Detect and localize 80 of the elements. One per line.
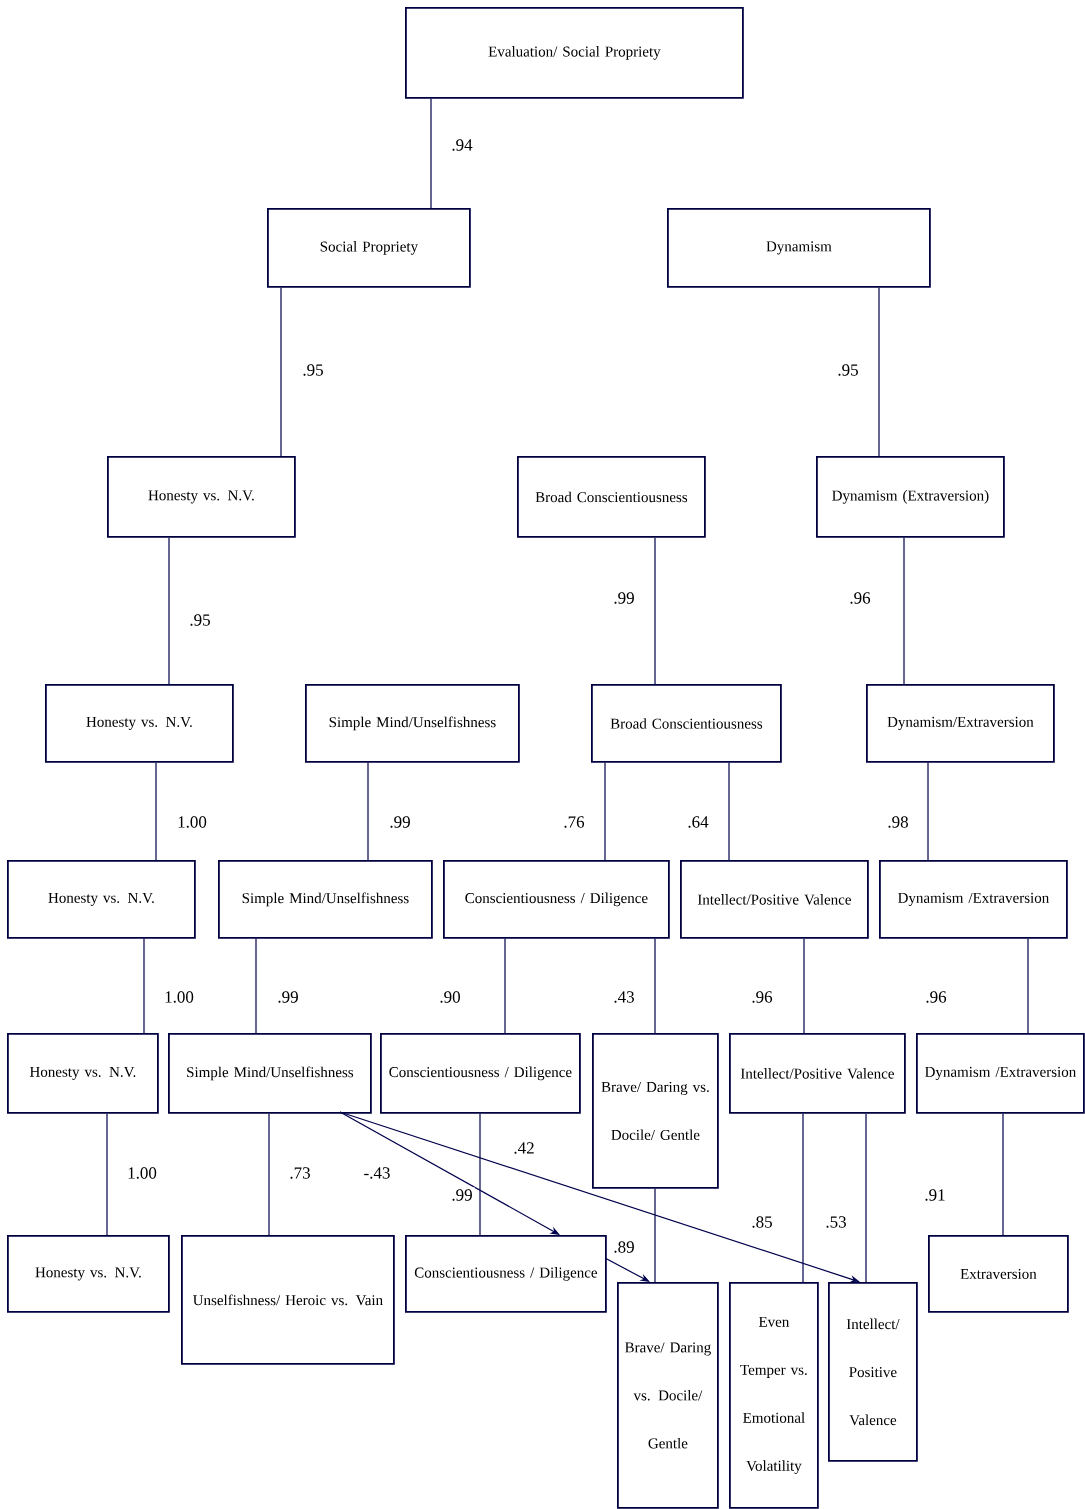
- edge-label: -.43: [361, 1165, 393, 1181]
- label-box: Conscientiousness / Diligence: [405, 1235, 607, 1313]
- edge-label: .95: [300, 362, 326, 378]
- label-box: Honesty vs. N.V.: [7, 1235, 170, 1313]
- edge-label: .99: [275, 989, 301, 1005]
- edge-label: .99: [387, 814, 413, 830]
- edge-label: .64: [685, 814, 711, 830]
- connector-line: [155, 762, 157, 861]
- edge-label: .99: [611, 590, 637, 606]
- connector-line: [865, 1113, 867, 1283]
- label-box: Simple Mind/Unselfishness: [168, 1033, 372, 1114]
- connector-line: [604, 1257, 650, 1282]
- label-box: Even Temper vs. Emotional Volatility: [729, 1282, 819, 1509]
- label-box: Broad Conscientiousness: [517, 456, 706, 538]
- connector-line: [106, 1113, 108, 1236]
- connector-line: [654, 537, 656, 685]
- connector-line: [728, 762, 730, 861]
- label-box: Honesty vs. N.V.: [7, 1033, 159, 1114]
- edge-label: .98: [885, 814, 911, 830]
- label-box: Conscientiousness / Diligence: [443, 860, 670, 939]
- label-box: Simple Mind/Unselfishness: [218, 860, 433, 939]
- edge-label: 1.00: [162, 989, 196, 1005]
- connector-line: [878, 287, 880, 457]
- label-box: Evaluation/ Social Propriety: [405, 7, 744, 99]
- edge-label: .99: [449, 1187, 475, 1203]
- label-box: Dynamism /Extraversion: [916, 1033, 1085, 1114]
- label-box: Conscientiousness / Diligence: [380, 1033, 581, 1114]
- connector-line: [430, 98, 432, 209]
- edge-label: 1.00: [125, 1165, 159, 1181]
- connector-line: [339, 1111, 560, 1235]
- edge-label: .95: [835, 362, 861, 378]
- label-box: Intellect/Positive Valence: [729, 1033, 906, 1114]
- connector-line: [802, 1113, 804, 1283]
- edge-label: .85: [749, 1214, 775, 1230]
- edge-label: 1.00: [175, 814, 209, 830]
- edge-label: .96: [923, 989, 949, 1005]
- connector-line: [1027, 938, 1029, 1034]
- connector-line: [654, 938, 656, 1034]
- connector-line: [255, 938, 257, 1034]
- connector-line: [168, 537, 170, 685]
- edge-label: .89: [611, 1239, 637, 1255]
- label-box: Extraversion: [928, 1235, 1069, 1313]
- connector-line: [604, 762, 606, 861]
- connector-line: [479, 1113, 481, 1236]
- label-box: Dynamism /Extraversion: [879, 860, 1068, 939]
- edge-label: .42: [511, 1140, 537, 1156]
- edge-label: .53: [823, 1214, 849, 1230]
- label-box: Dynamism (Extraversion): [816, 456, 1005, 538]
- label-box: Honesty vs. N.V.: [7, 860, 196, 939]
- label-box: Broad Conscientiousness: [591, 684, 782, 763]
- connector-line: [504, 938, 506, 1034]
- label-box: Honesty vs. N.V.: [45, 684, 234, 763]
- connector-line: [927, 762, 929, 861]
- connector-line: [803, 938, 805, 1034]
- label-box: Intellect/Positive Valence: [680, 860, 869, 939]
- connector-line: [654, 1188, 656, 1283]
- connector-line: [367, 762, 369, 861]
- label-box: Brave/ Daring vs. Docile/ Gentle: [617, 1282, 719, 1509]
- label-box: Brave/ Daring vs. Docile/ Gentle: [592, 1033, 719, 1189]
- edge-label: .94: [449, 137, 475, 153]
- connector-line: [268, 1113, 270, 1236]
- edge-label: .96: [847, 590, 873, 606]
- label-box: Dynamism: [667, 208, 931, 288]
- connector-line: [1002, 1113, 1004, 1236]
- edge-label: .91: [922, 1187, 948, 1203]
- edge-label: .90: [437, 989, 463, 1005]
- edge-label: .95: [187, 612, 213, 628]
- connector-line: [280, 287, 282, 457]
- connector-line: [903, 537, 905, 685]
- label-box: Social Propriety: [267, 208, 471, 288]
- edge-label: .96: [749, 989, 775, 1005]
- connector-line: [143, 938, 145, 1034]
- label-box: Honesty vs. N.V.: [107, 456, 296, 538]
- label-box: Unselfishness/ Heroic vs. Vain: [181, 1235, 395, 1365]
- edge-label: .43: [611, 989, 637, 1005]
- edge-label: .73: [287, 1165, 313, 1181]
- label-box: Intellect/ Positive Valence: [828, 1282, 918, 1462]
- edge-label: .76: [561, 814, 587, 830]
- label-box: Simple Mind/Unselfishness: [305, 684, 520, 763]
- label-box: Dynamism/Extraversion: [866, 684, 1055, 763]
